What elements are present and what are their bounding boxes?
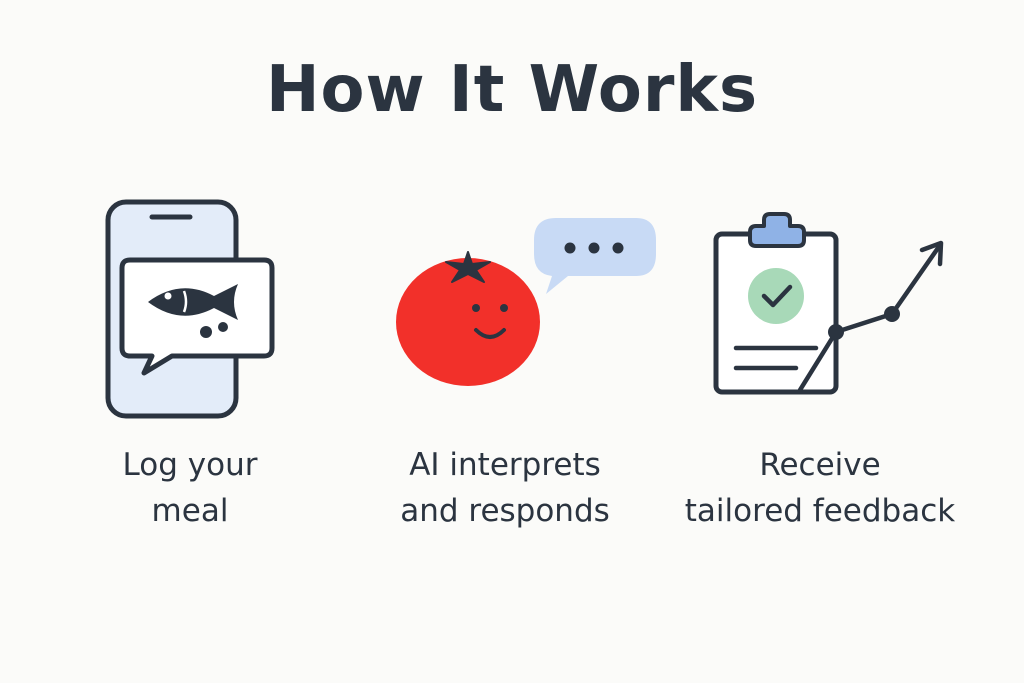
clipboard-chart-icon bbox=[713, 212, 944, 395]
fish-icon bbox=[148, 284, 238, 320]
page-title: How It Works bbox=[265, 53, 759, 127]
clip-icon bbox=[748, 212, 806, 248]
step-label: Log your meal bbox=[90, 442, 290, 534]
tomato-chat-icon bbox=[396, 218, 656, 386]
step-label-line2: tailored feedback bbox=[684, 493, 956, 529]
typing-bubble-icon bbox=[534, 218, 656, 294]
check-icon bbox=[748, 268, 804, 324]
tomato-icon bbox=[396, 251, 540, 386]
step-label-line2: and responds bbox=[400, 493, 610, 529]
step-label-line1: AI interprets bbox=[409, 447, 601, 483]
step-label: AI interprets and responds bbox=[360, 442, 650, 534]
trend-arrow-icon bbox=[797, 240, 944, 393]
step-label-line1: Receive bbox=[759, 447, 881, 483]
step-label-line2: meal bbox=[151, 493, 229, 529]
step-label-line1: Log your bbox=[122, 447, 258, 483]
phone-chat-fish-icon bbox=[105, 199, 275, 419]
step-label: Receive tailored feedback bbox=[660, 442, 980, 534]
